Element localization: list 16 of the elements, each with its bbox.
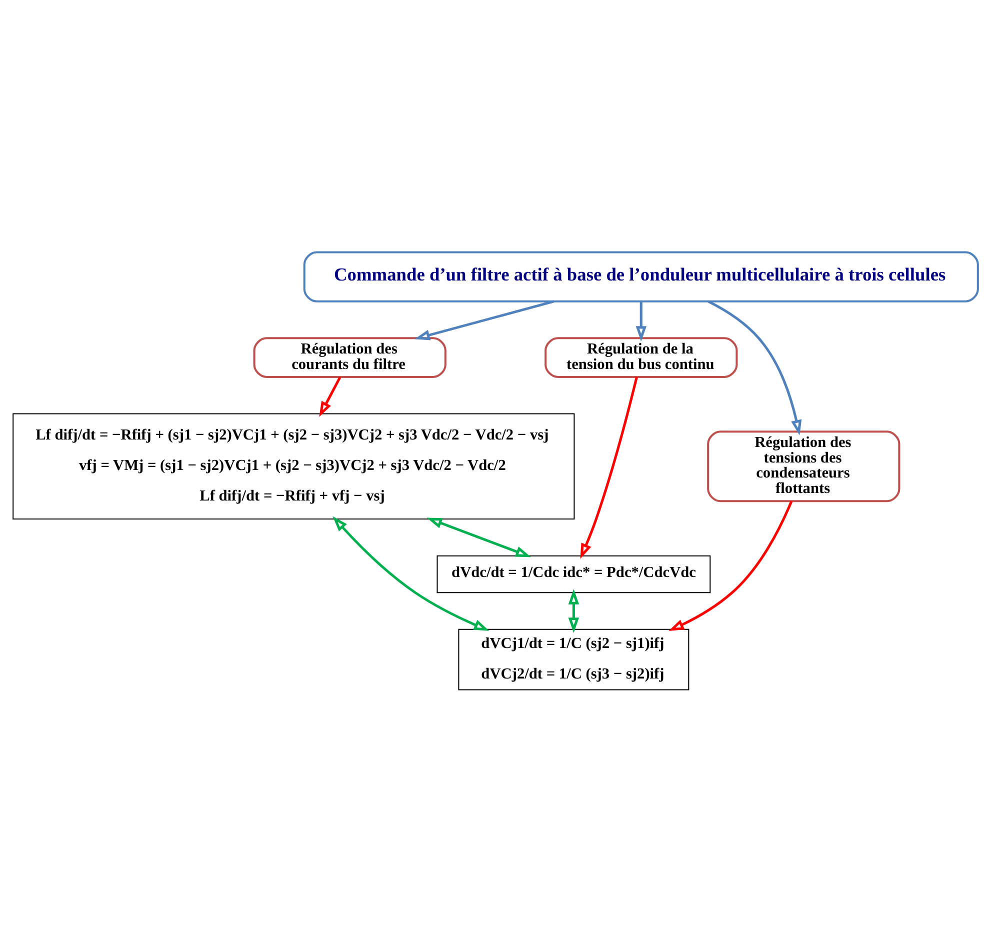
node-box: dVCj1/dt = 1/C (sj2 − sj1)ifj dVCj2/dt = 1/C (sj3 − sj2)ifj [458,628,689,690]
arrow [668,500,792,631]
arrow [707,300,802,436]
node-box: Commande d’un filtre actif à base de l’onduleur multicellulaire à trois cellules [302,251,978,302]
node-box: Lf difj/dt = −Rfifj + (sj1 − sj2)VCj1 + (sj2 − sj3)VCj2 + sj3 Vdc/2 − Vdc/2 − vsj vfj = VMj = (sj1 − sj2)VCj1 + (sj2 − sj3)VCj2 + sj3 Vdc/2 − Vdc/2 Lf difj/dt = −Rfifj + vfj − vsj [12,413,574,520]
arrow [332,516,489,631]
arrow [318,376,341,417]
arrow [414,300,554,340]
arrow [580,376,638,559]
node-box: Régulation des courants du filtre [252,337,446,378]
node-box: Régulation des tensions des condensateurs flottants [706,430,900,502]
arrow [568,589,579,633]
node-box: Régulation de la tension du bus continu [544,337,738,378]
arrow [635,301,646,342]
node-box: dVdc/dt = 1/Cdc idc* = Pdc*/CdcVdc [436,555,710,594]
arrow [426,518,531,558]
